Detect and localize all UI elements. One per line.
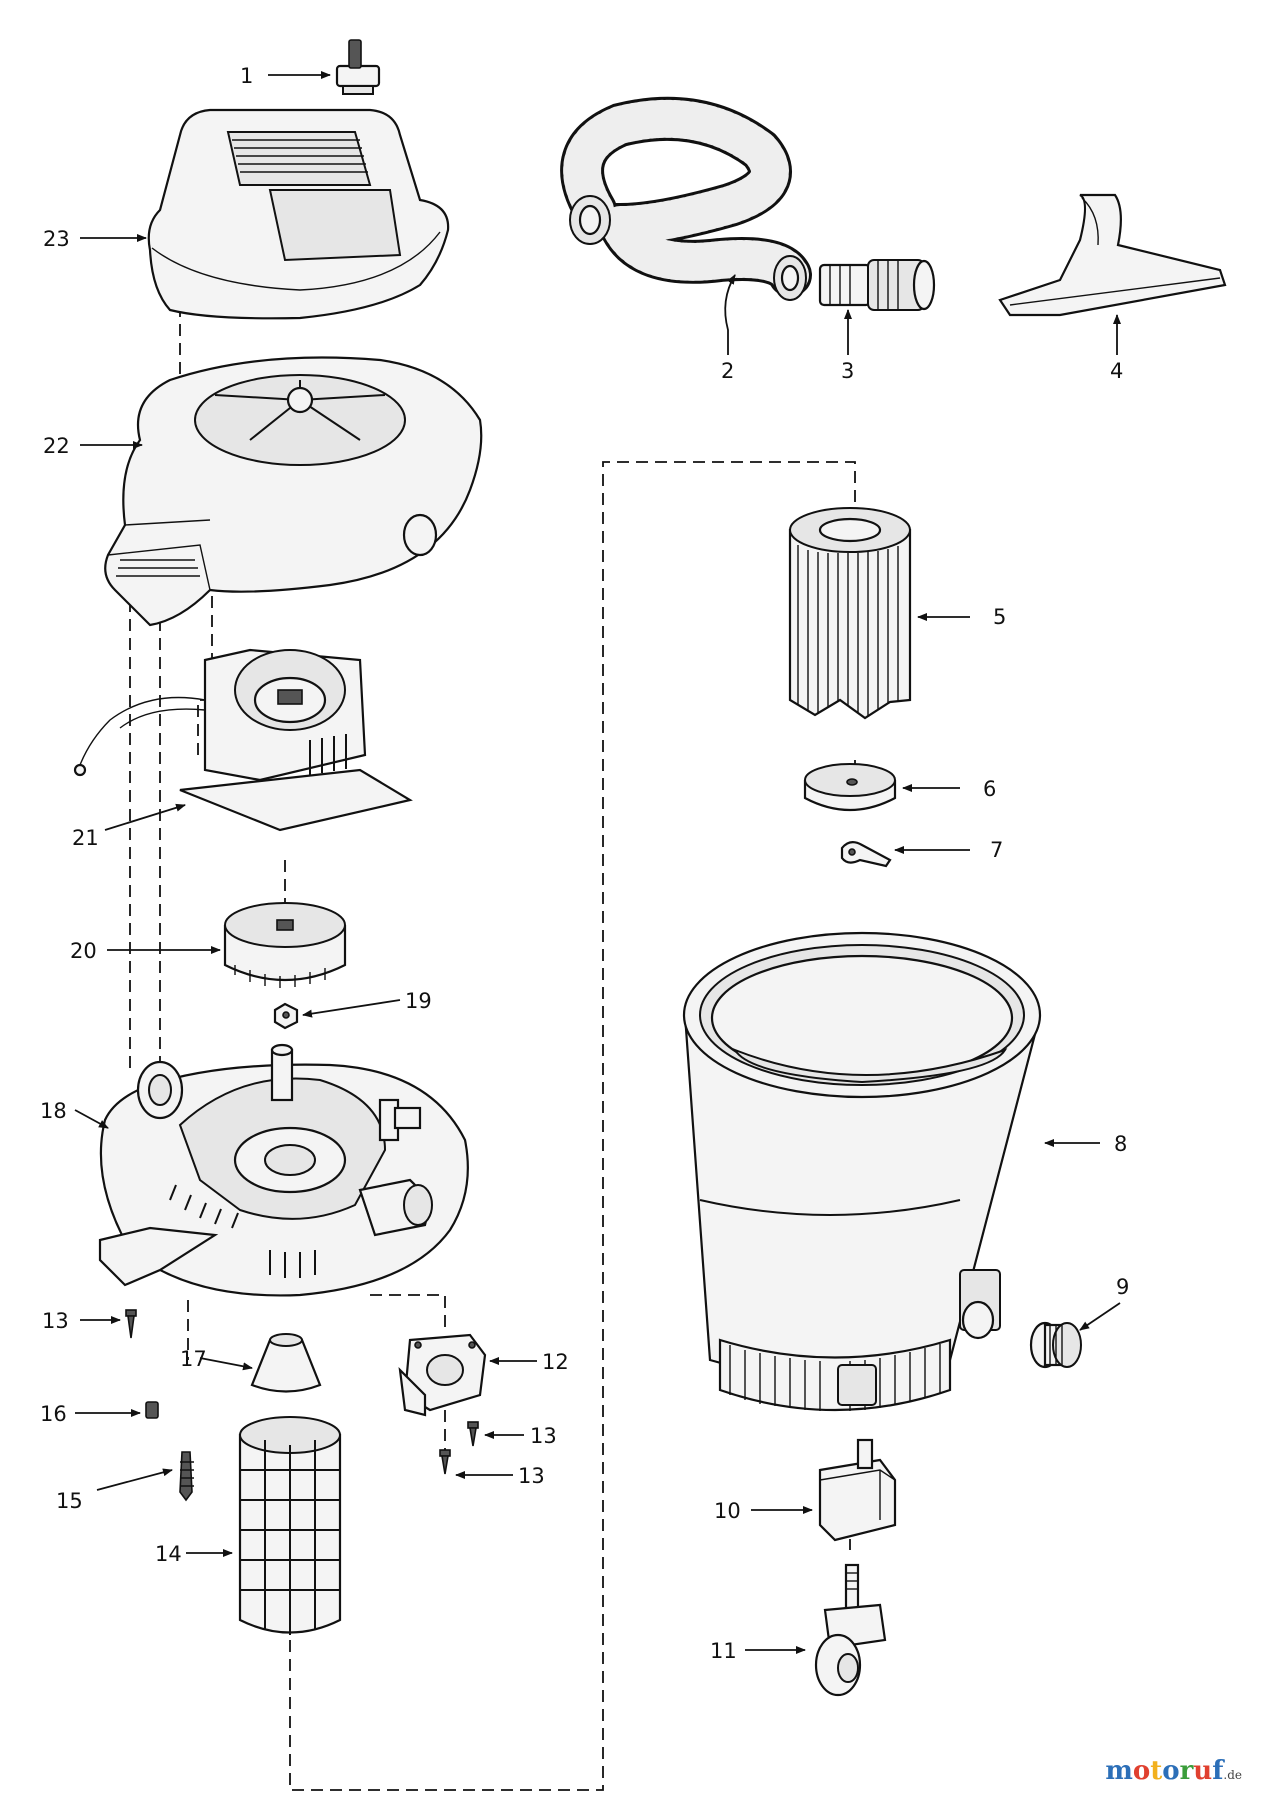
callout-14: 14 xyxy=(155,1542,182,1566)
callout-4: 4 xyxy=(1110,359,1123,383)
callout-10: 10 xyxy=(714,1499,741,1523)
callout-11: 11 xyxy=(710,1639,737,1663)
callout-labels: 1 2 3 4 5 6 7 8 9 10 11 12 13 13 13 16 1… xyxy=(40,64,1129,1663)
part-port-flange xyxy=(398,1333,487,1417)
callout-23: 23 xyxy=(43,227,70,251)
part-caster-socket xyxy=(818,1438,897,1542)
callout-5: 5 xyxy=(993,605,1006,629)
callout-7: 7 xyxy=(990,838,1003,862)
part-screw-13c xyxy=(439,1449,451,1475)
watermark-letter: r xyxy=(1179,1756,1194,1786)
callout-3: 3 xyxy=(841,359,854,383)
part-hose-coupling xyxy=(818,259,936,311)
callout-17: 17 xyxy=(180,1347,207,1371)
callout-21: 21 xyxy=(72,826,99,850)
watermark-letter: o xyxy=(1162,1756,1180,1786)
part-utility-nozzle xyxy=(998,193,1227,317)
part-impeller xyxy=(223,902,347,988)
part-clip xyxy=(840,841,892,868)
callout-18: 18 xyxy=(40,1099,67,1123)
part-float-cage xyxy=(238,1416,342,1635)
part-motor xyxy=(73,648,413,832)
part-washer xyxy=(145,1401,159,1419)
watermark-letter: m xyxy=(1105,1756,1133,1786)
part-nut xyxy=(273,1002,299,1030)
callout-6: 6 xyxy=(983,777,996,801)
watermark-letter: f xyxy=(1212,1756,1224,1786)
part-float-cap xyxy=(250,1333,322,1393)
part-tank xyxy=(682,931,1042,1412)
part-caster xyxy=(814,1563,887,1697)
part-drain-cap xyxy=(1029,1321,1082,1369)
callout-20: 20 xyxy=(70,939,97,963)
part-filter-retainer xyxy=(803,763,897,812)
watermark-logo: motoruf xyxy=(1105,1756,1223,1786)
part-base-plate xyxy=(98,1043,469,1297)
callout-9: 9 xyxy=(1116,1275,1129,1299)
watermark-letter: t xyxy=(1150,1756,1163,1786)
part-screw-13a xyxy=(125,1309,137,1339)
site-watermark: motoruf.de xyxy=(1105,1756,1242,1786)
callout-1: 1 xyxy=(240,64,253,88)
part-cartridge-filter xyxy=(788,507,912,720)
callout-13b: 13 xyxy=(530,1424,557,1448)
callout-13c: 13 xyxy=(518,1464,545,1488)
callout-12: 12 xyxy=(542,1350,569,1374)
watermark-suffix: .de xyxy=(1223,1768,1242,1782)
callout-15: 15 xyxy=(56,1489,83,1513)
leader-lines xyxy=(74,71,1121,1654)
callout-13a: 13 xyxy=(42,1309,69,1333)
callout-8: 8 xyxy=(1114,1132,1127,1156)
callout-22: 22 xyxy=(43,434,70,458)
part-hose xyxy=(560,96,812,301)
part-motor-cover xyxy=(147,108,450,320)
part-switch xyxy=(335,39,381,95)
part-housing-top xyxy=(104,356,483,627)
part-screw-13b xyxy=(467,1421,479,1447)
watermark-letter: o xyxy=(1132,1756,1151,1786)
part-screw-15 xyxy=(179,1451,194,1502)
callout-19: 19 xyxy=(405,989,432,1013)
callout-16: 16 xyxy=(40,1402,67,1426)
callout-2: 2 xyxy=(721,359,734,383)
watermark-letter: u xyxy=(1193,1756,1213,1786)
